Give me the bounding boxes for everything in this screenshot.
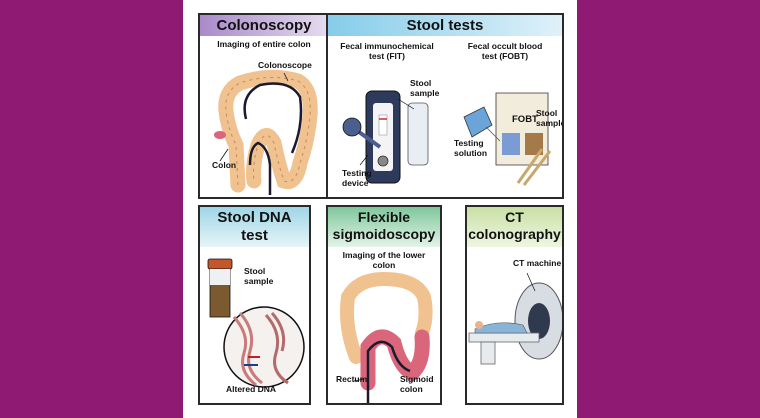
fit-device-label: Testing device bbox=[342, 168, 372, 189]
ct-title-line1: CT bbox=[505, 209, 524, 225]
stool-sample-jar-lid bbox=[207, 258, 233, 270]
fit-title-line2: test (FIT) bbox=[369, 50, 405, 61]
colonoscopy-header: Colonoscopy bbox=[200, 15, 328, 36]
fobt-sample-label: Stool sample bbox=[536, 108, 564, 129]
infographic-sheet: Colonoscopy Imaging of entire colon Colo… bbox=[183, 0, 577, 418]
fobt-solution-label: Testing solution bbox=[454, 138, 488, 159]
stool-dna-title-line2: test bbox=[241, 227, 268, 244]
fobt-sample-line1: Stool bbox=[536, 108, 558, 118]
fit-device-line1: Testing bbox=[342, 168, 372, 178]
stool-dna-illustration bbox=[207, 258, 305, 388]
sigmoidoscope-tube bbox=[366, 340, 411, 403]
stool-dna-sample-line1: Stool bbox=[244, 266, 266, 276]
colonoscopy-title: Colonoscopy bbox=[216, 17, 312, 34]
fobt-solution-line1: Testing bbox=[454, 138, 484, 148]
fit-sample-tube bbox=[407, 102, 429, 166]
sigmoidoscopy-header: Flexible sigmoidoscopy bbox=[328, 207, 440, 247]
stool-tests-panel: Stool tests Fecal immunochemical test (F… bbox=[326, 13, 564, 199]
fobt-sample-line2: sample bbox=[536, 117, 564, 128]
stool-dna-title-line1: Stool DNA bbox=[217, 209, 292, 226]
lower-colon-shape bbox=[360, 329, 430, 391]
fit-title-line1: Fecal immunochemical bbox=[340, 41, 434, 51]
fit-sample-label: Stool sample bbox=[410, 78, 440, 99]
ct-header: CT colonography bbox=[467, 207, 562, 247]
fit-sample-line1: Stool bbox=[410, 78, 432, 88]
sigmoidoscopy-panel: Flexible sigmoidoscopy Imaging of the lo… bbox=[326, 205, 442, 405]
altered-dna-label: Altered DNA bbox=[226, 384, 277, 394]
stool-tests-illustration bbox=[342, 90, 552, 186]
ct-machine-label: CT machine bbox=[513, 258, 562, 268]
colonoscope-label: Colonoscope bbox=[258, 60, 312, 70]
colonoscopy-panel: Colonoscopy Imaging of entire colon Colo… bbox=[198, 13, 330, 199]
fit-sample-line2: sample bbox=[410, 87, 440, 98]
sigmoidoscopy-caption: Imaging of the lower colon bbox=[328, 250, 440, 271]
stool-dna-sample-label: Stool sample bbox=[244, 266, 274, 287]
stool-tests-header: Stool tests bbox=[328, 15, 562, 36]
ct-title-line2: colonography bbox=[468, 226, 561, 242]
ct-table bbox=[468, 332, 540, 343]
testing-solution-bottle bbox=[463, 106, 493, 138]
dna-helix bbox=[232, 312, 263, 387]
sigmoidoscopy-illustration bbox=[340, 271, 433, 403]
rectum-label: Rectum bbox=[336, 374, 368, 384]
sigmoidoscopy-title-line2: sigmoidoscopy bbox=[332, 226, 436, 242]
sigmoidoscopy-caption-line2: colon bbox=[372, 259, 396, 270]
colonoscopy-illustration bbox=[214, 70, 318, 195]
stool-dna-panel: Stool DNA test Stool sample Altered DNA bbox=[198, 205, 311, 405]
fit-device-line2: device bbox=[342, 177, 369, 188]
sigmoid-colon-label: Sigmoid colon bbox=[400, 374, 434, 395]
fobt-card-label: FOBT bbox=[512, 114, 538, 125]
sigmoidoscopy-caption-line1: Imaging of the lower bbox=[342, 250, 426, 260]
sigmoid-line1: Sigmoid bbox=[400, 374, 434, 384]
fobt-title-line2: test (FOBT) bbox=[481, 50, 529, 61]
colonoscope-tube bbox=[243, 82, 303, 195]
colon-label: Colon bbox=[212, 160, 237, 170]
ct-colonography-panel: CT colonography CT machine bbox=[465, 205, 564, 405]
appendix bbox=[214, 131, 226, 139]
stool-dna-header: Stool DNA test bbox=[200, 207, 309, 247]
fit-title: Fecal immunochemical test (FIT) bbox=[328, 41, 446, 62]
sigmoidoscopy-title-line1: Flexible bbox=[357, 209, 411, 225]
fobt-title-line1: Fecal occult blood bbox=[467, 41, 543, 51]
fobt-solution-line2: solution bbox=[454, 147, 488, 158]
fobt-title: Fecal occult blood test (FOBT) bbox=[446, 41, 562, 62]
sigmoid-line2: colon bbox=[400, 383, 423, 394]
colon-shape bbox=[218, 70, 318, 193]
colonoscopy-caption: Imaging of entire colon bbox=[217, 39, 311, 49]
stool-tests-title: Stool tests bbox=[406, 17, 484, 34]
ct-illustration bbox=[468, 272, 562, 365]
upper-colon-shape bbox=[340, 271, 433, 364]
stool-dna-sample-line2: sample bbox=[244, 275, 274, 286]
